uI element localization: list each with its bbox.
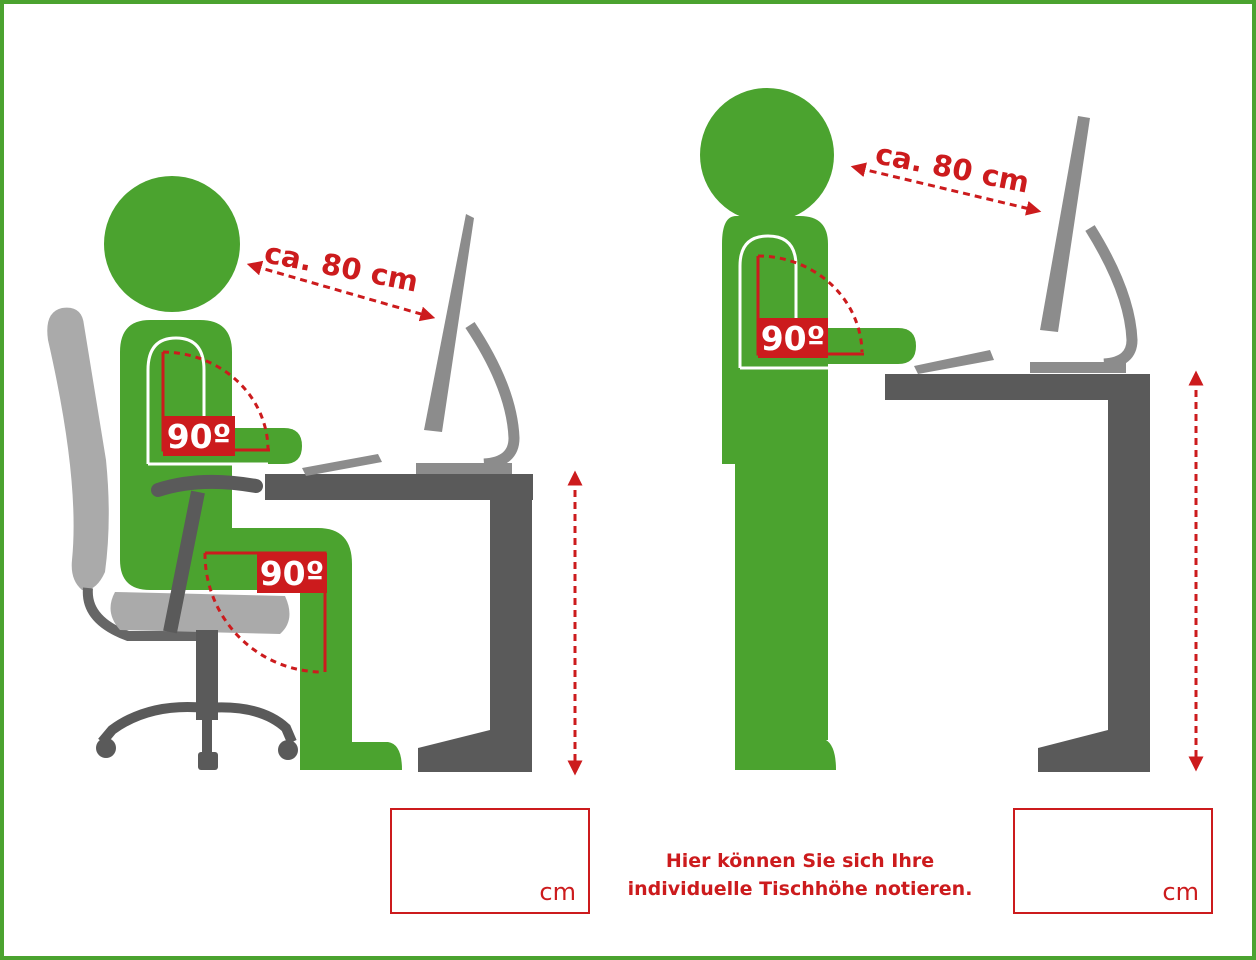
- seated-desktop: [265, 474, 533, 500]
- table-height-note: Hier können Sie sich Ihre individuelle T…: [600, 847, 1000, 903]
- seated-head: [104, 176, 240, 312]
- standing-foot: [735, 740, 836, 770]
- standing-head: [700, 88, 834, 222]
- standing-desktop: [885, 374, 1150, 400]
- seated-knee-angle-label: 90º: [260, 554, 325, 593]
- standing-monitor: [1030, 116, 1132, 373]
- note-line-2: individuelle Tischhöhe notieren.: [600, 875, 1000, 903]
- seated-foot: [300, 742, 402, 770]
- standing-elbow-angle-label: 90º: [761, 319, 826, 358]
- standing-desk: [885, 374, 1150, 772]
- chair-seat: [111, 592, 290, 634]
- seated-keyboard: [302, 454, 382, 476]
- seated-monitor: [416, 214, 514, 474]
- standing-keyboard: [914, 350, 994, 374]
- chair-wheel-right: [278, 740, 298, 760]
- chair-wheel-center: [198, 752, 218, 770]
- seated-desk-foot: [418, 730, 490, 772]
- note-line-1: Hier können Sie sich Ihre: [600, 847, 1000, 875]
- standing-table-height-field[interactable]: cm: [1013, 808, 1213, 914]
- seated-desk-leg: [490, 500, 532, 772]
- seated-elbow-angle-label: 90º: [167, 417, 232, 456]
- chair-wheel-left: [96, 738, 116, 758]
- chair-backrest: [47, 308, 108, 591]
- standing-body: [722, 216, 828, 740]
- standing-person: [700, 88, 916, 770]
- standing-desk-leg: [1108, 400, 1150, 772]
- seated-torso-leg: [120, 320, 352, 742]
- standing-table-height-unit: cm: [1162, 878, 1199, 906]
- seated-table-height-unit: cm: [539, 878, 576, 906]
- seated-distance-label: ca. 80 cm: [262, 235, 421, 298]
- seated-table-height-field[interactable]: cm: [390, 808, 590, 914]
- standing-desk-foot: [1038, 730, 1108, 772]
